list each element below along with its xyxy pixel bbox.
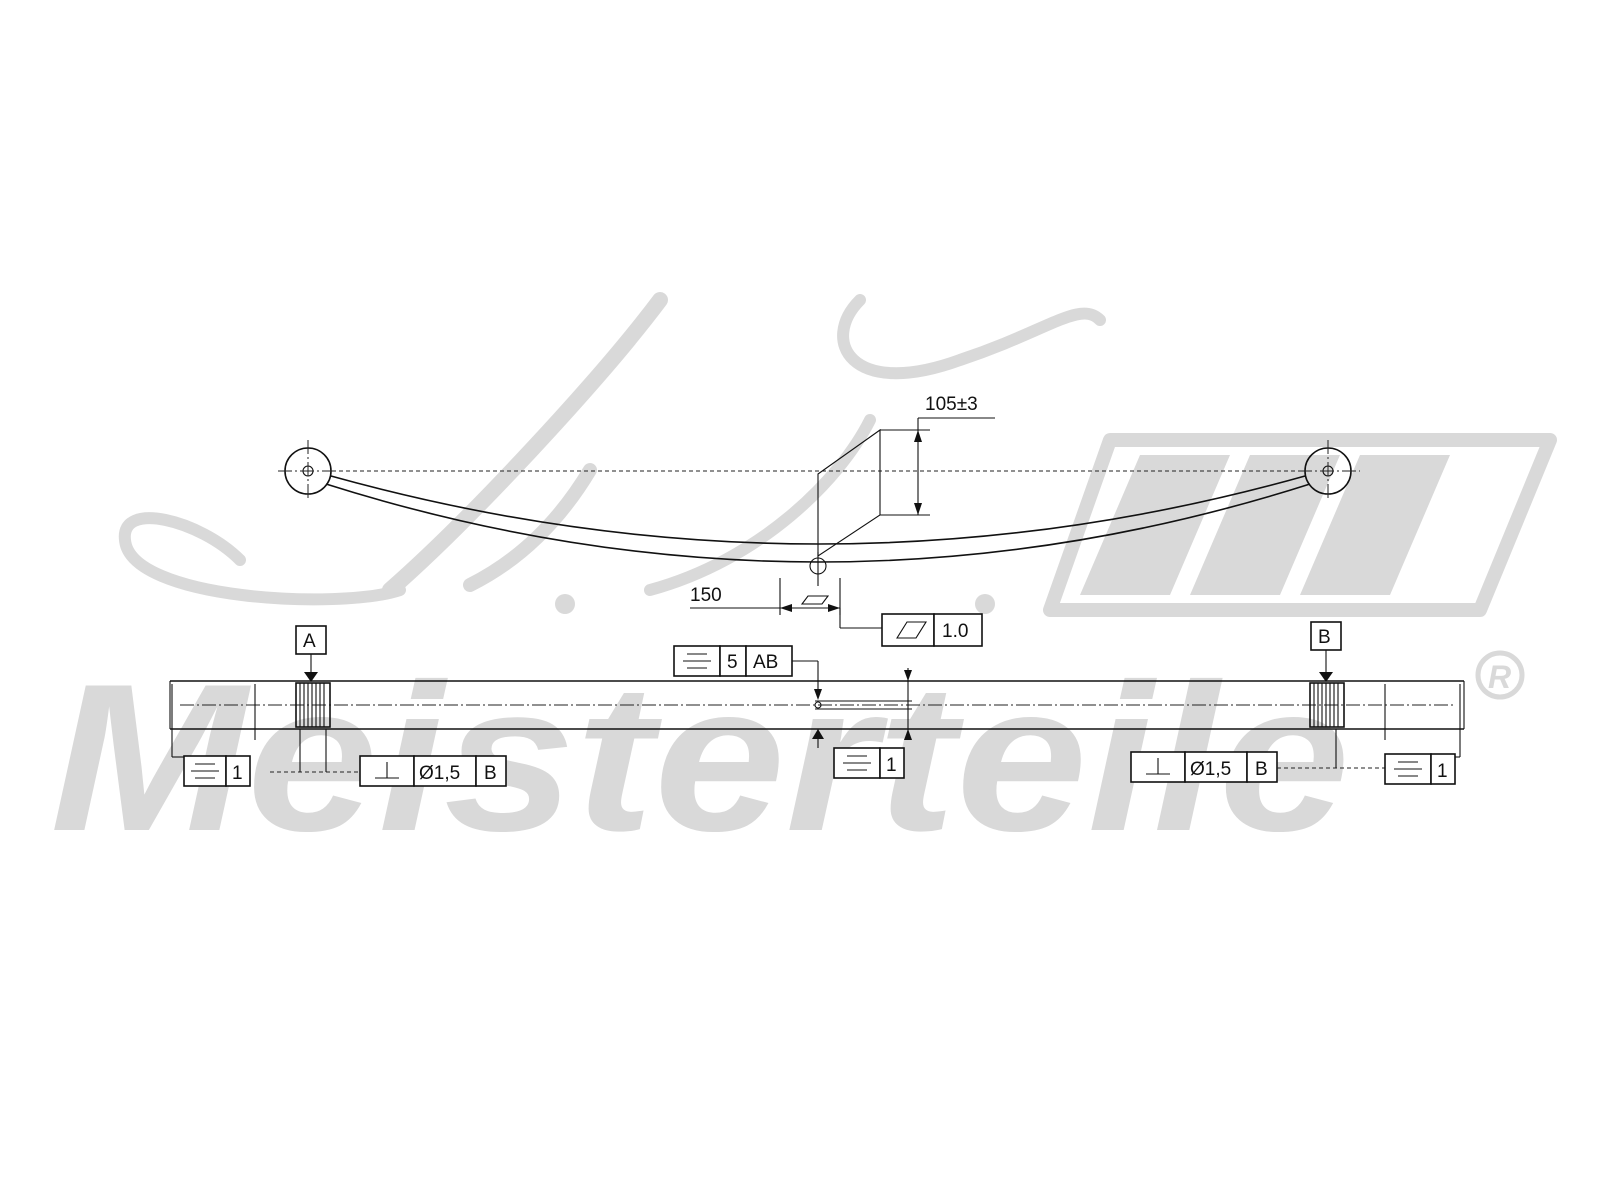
symmetry-icon xyxy=(683,653,711,669)
watermark-logo: Meisterteile R xyxy=(50,292,1557,875)
perp-right-datum: B xyxy=(1255,759,1268,780)
perp-right-tolerance: Ø1,5 xyxy=(1190,759,1231,780)
datum-b-label: B xyxy=(1318,627,1331,648)
symmetry-center-top-datum: AB xyxy=(753,652,778,673)
offset-dimension-label: 150 xyxy=(690,585,722,606)
symmetry-center-bottom-tolerance: 1 xyxy=(886,755,897,776)
symmetry-icon xyxy=(191,763,219,779)
symmetry-frame-center-top: 5 AB xyxy=(673,645,822,700)
perpendicularity-icon xyxy=(375,762,399,779)
symmetry-icon xyxy=(843,755,871,771)
flatness-frame: 1.0 xyxy=(881,613,983,647)
datum-a: A xyxy=(295,625,327,682)
datum-a-label: A xyxy=(303,631,316,652)
perpendicularity-frame-right: Ø1,5 B xyxy=(1130,729,1385,783)
perpendicularity-frame-left: Ø1,5 B xyxy=(270,729,507,787)
top-view: A B 5 AB xyxy=(169,621,1465,787)
symmetry-center-top-tolerance: 5 xyxy=(727,652,738,673)
side-view: 105±3 150 1.0 xyxy=(278,394,1360,647)
symmetry-right-tolerance: 1 xyxy=(1437,761,1448,782)
height-dimension-label: 105±3 xyxy=(925,394,978,415)
symmetry-frame-right: 1 xyxy=(1384,753,1460,785)
perpendicularity-icon xyxy=(1146,758,1170,775)
flatness-tolerance: 1.0 xyxy=(942,621,968,642)
symmetry-icon xyxy=(1394,761,1422,777)
symmetry-frame-left: 1 xyxy=(172,755,251,787)
parallelogram-icon xyxy=(896,621,927,639)
perp-left-tolerance: Ø1,5 xyxy=(419,763,460,784)
watermark-registered-mark: R xyxy=(1488,659,1511,695)
symmetry-frame-center-bottom: 1 xyxy=(812,729,905,779)
perp-left-datum: B xyxy=(484,763,497,784)
datum-b: B xyxy=(1310,621,1342,682)
symmetry-left-tolerance: 1 xyxy=(232,763,243,784)
